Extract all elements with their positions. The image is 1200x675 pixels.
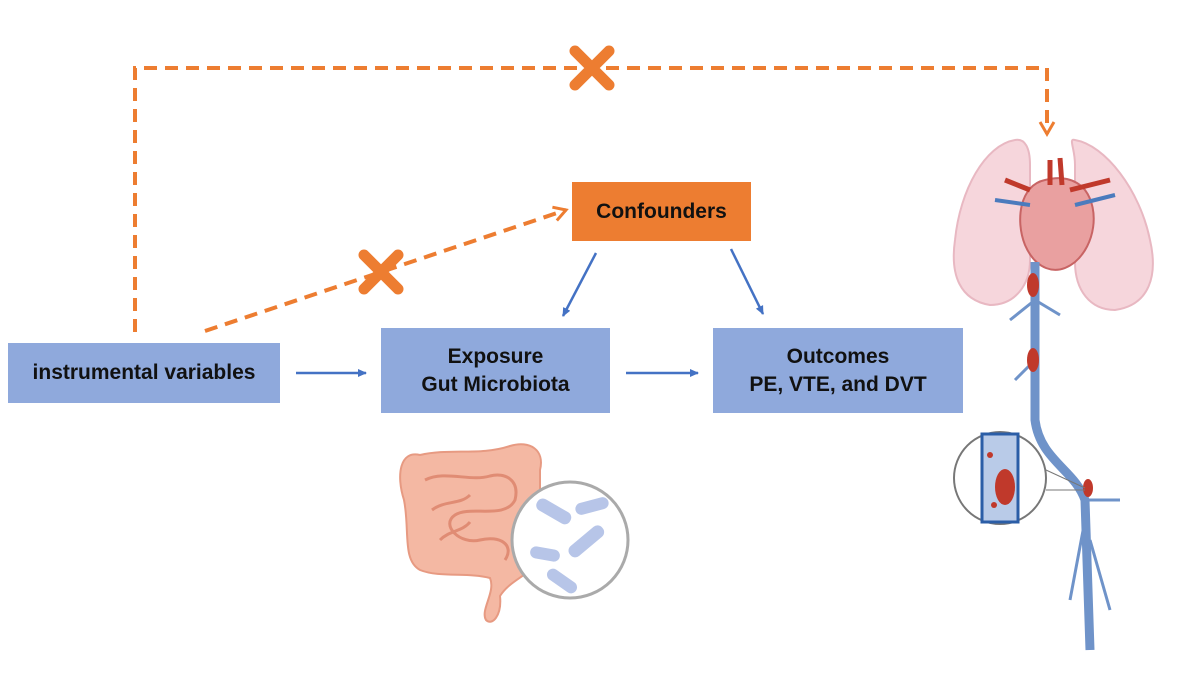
outcomes-subtitle: PE, VTE, and DVT [749, 372, 927, 396]
exposure-title: Exposure [447, 344, 544, 368]
confounders-label: Confounders [596, 199, 727, 223]
intestine-illustration [399, 443, 542, 623]
bacteria-magnifier [510, 480, 630, 600]
confounders-box: Confounders [572, 182, 751, 241]
exposure-box: Exposure Gut Microbiota [381, 328, 610, 413]
exposure-subtitle: Gut Microbiota [421, 372, 570, 396]
clot-magnifier [953, 431, 1086, 525]
vein-illustration [1009, 262, 1120, 651]
outcomes-box: Outcomes PE, VTE, and DVT [713, 328, 963, 413]
instrumental-variables-label: instrumental variables [32, 361, 256, 384]
lungs-heart-illustration [952, 138, 1154, 312]
instrumental-variables-box: instrumental variables [8, 343, 280, 403]
outcomes-title: Outcomes [786, 344, 890, 368]
arrow-confounders-to-exposure [561, 252, 598, 317]
blocked-cross-icon [569, 45, 615, 91]
arrow-confounders-to-outcomes [729, 248, 765, 315]
blocked-cross-icon [358, 249, 404, 295]
